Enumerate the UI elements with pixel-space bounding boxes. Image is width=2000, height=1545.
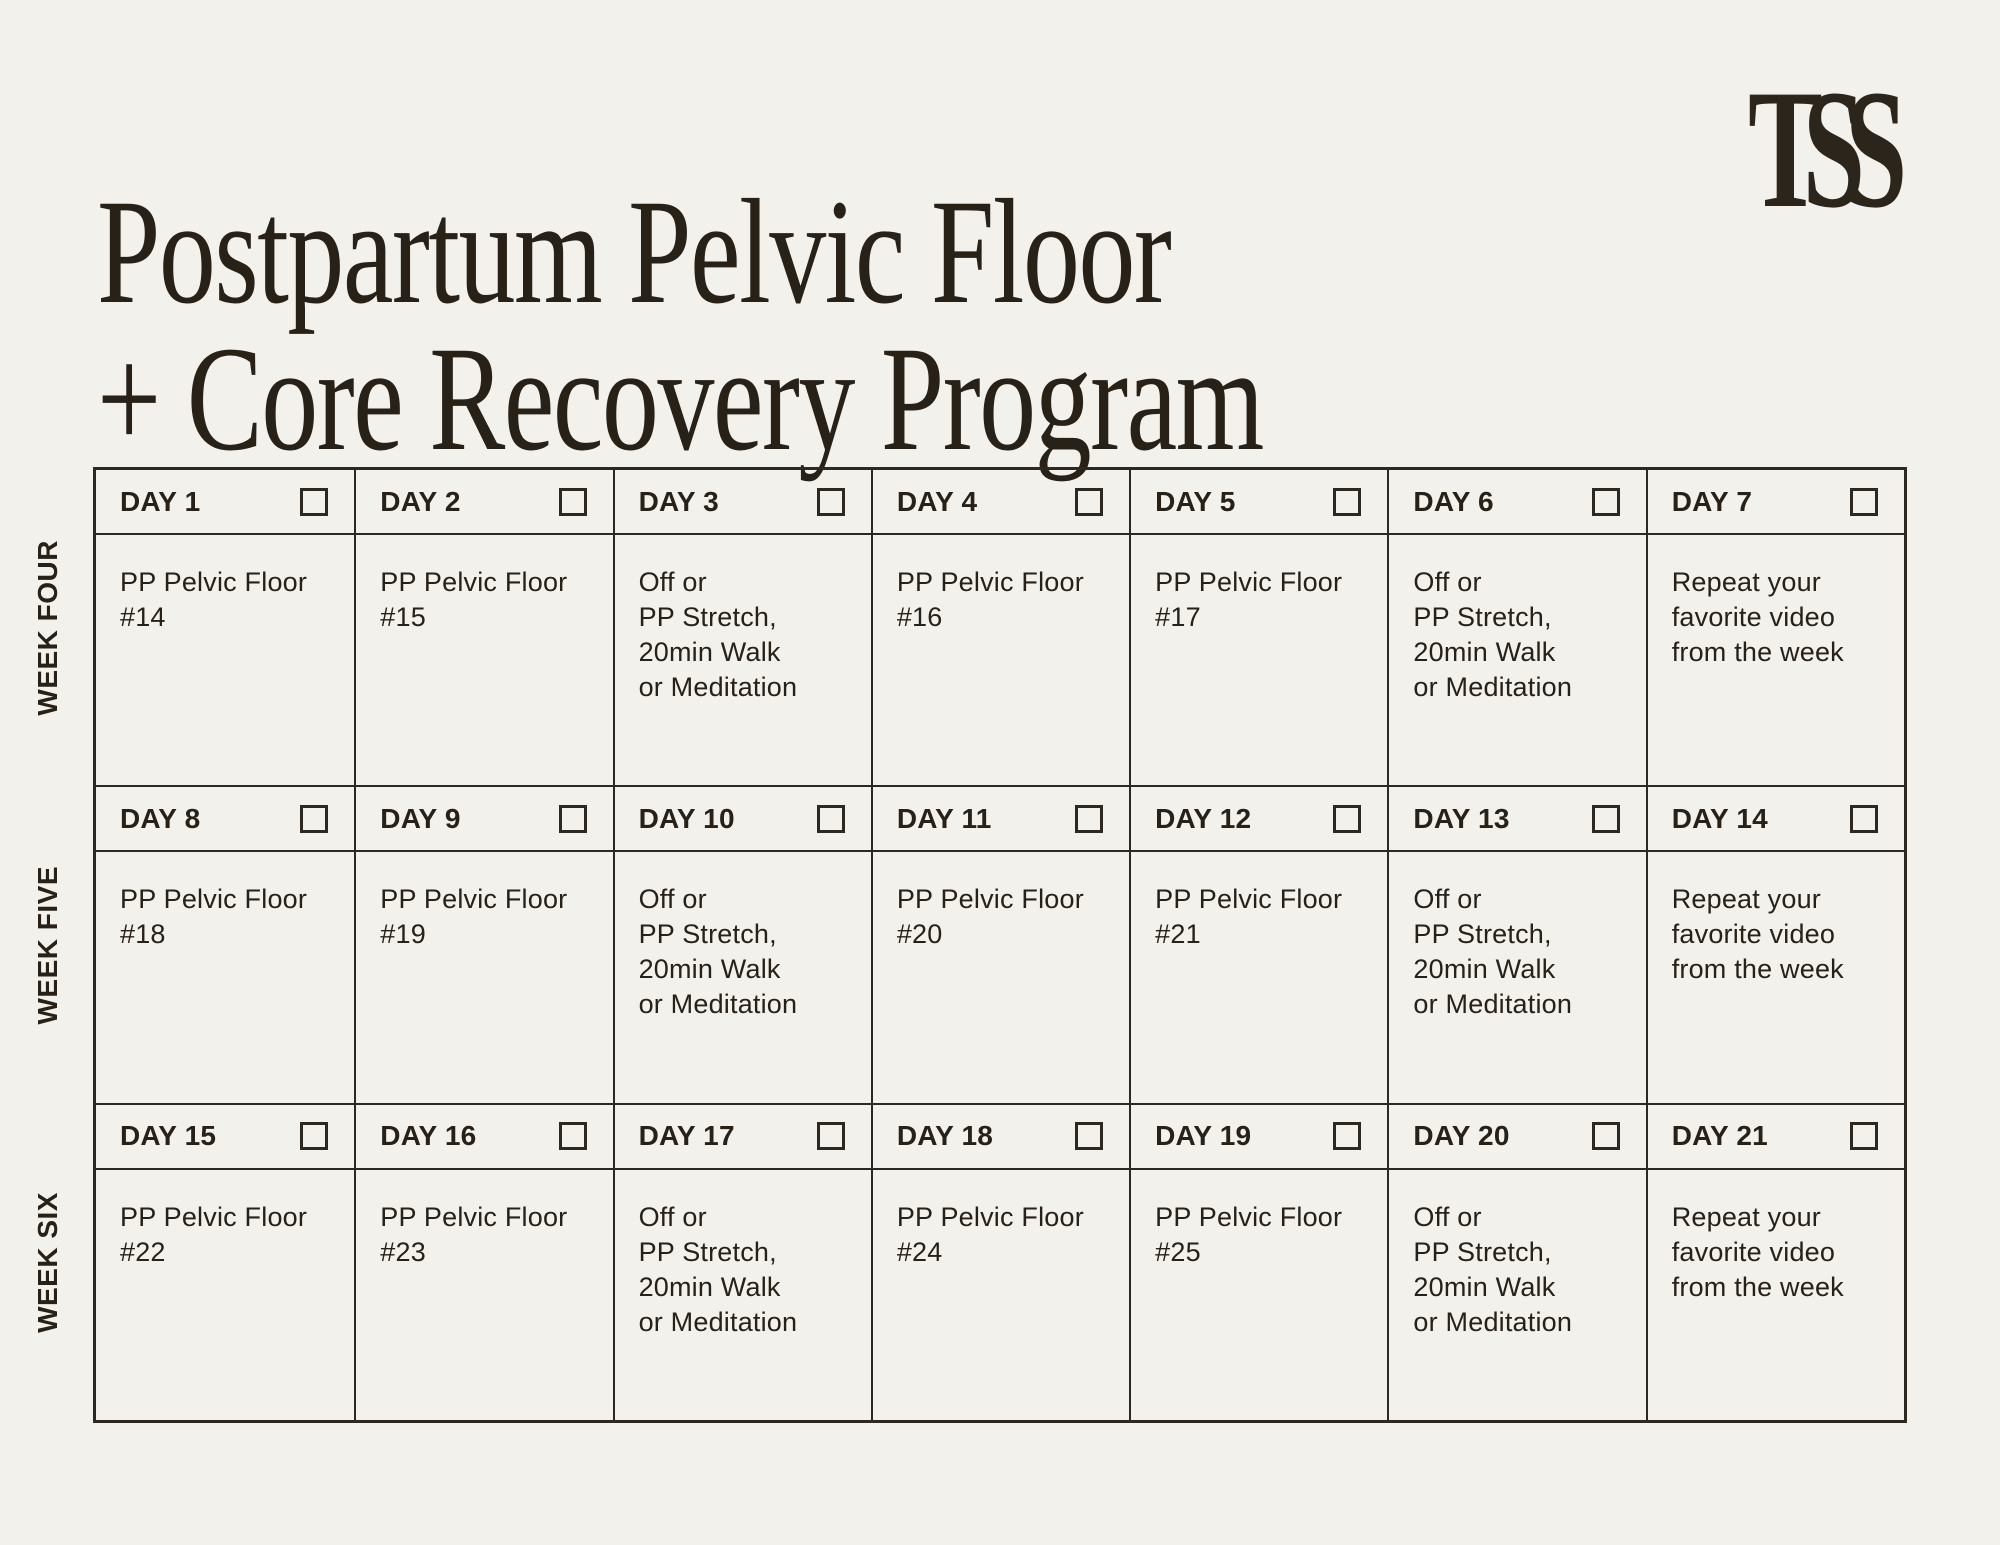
day-13-checkbox[interactable] [1591, 804, 1620, 833]
day-4-label: DAY 4 [896, 485, 978, 517]
week-label-wrap: WEEK FIVE [3, 787, 93, 1102]
day-2-label: DAY 2 [380, 485, 461, 517]
week-label-six: WEEK SIX [32, 1191, 63, 1333]
day-5-header: DAY 5 [1129, 470, 1388, 535]
day-16-activity: PP Pelvic Floor #23 [354, 1169, 612, 1420]
day-7-activity: Repeat your favorite video from the week [1645, 535, 1904, 786]
day-16-checkbox[interactable] [558, 1122, 587, 1151]
day-9-header: DAY 9 [354, 787, 613, 853]
day-11-header: DAY 11 [870, 787, 1130, 853]
day-17-header: DAY 17 [612, 1104, 871, 1170]
day-14-label: DAY 14 [1671, 802, 1768, 834]
day-21-checkbox[interactable] [1849, 1122, 1878, 1151]
day-21-activity: Repeat your favorite video from the week [1645, 1169, 1904, 1420]
day-16-header: DAY 16 [354, 1104, 613, 1170]
day-12-label: DAY 12 [1155, 802, 1252, 834]
day-15-header: DAY 15 [96, 1105, 355, 1170]
day-9-activity: PP Pelvic Floor #19 [354, 852, 612, 1103]
day-6-checkbox[interactable] [1591, 487, 1620, 516]
day-12-header: DAY 12 [1129, 787, 1388, 853]
day-9-label: DAY 9 [380, 802, 461, 834]
day-2-checkbox[interactable] [558, 487, 587, 516]
day-15-activity: PP Pelvic Floor #22 [120, 1201, 308, 1267]
day-18-label: DAY 18 [896, 1120, 994, 1152]
day-13-label: DAY 13 [1413, 802, 1510, 834]
week-band-four: WEEK FOUR DAY 1 DAY 2 DAY 3 DAY 4 DAY 5 … [32, 470, 1904, 786]
day-14-checkbox[interactable] [1849, 804, 1878, 833]
week-label-wrap: WEEK FOUR [3, 470, 93, 785]
day-19-activity: PP Pelvic Floor #25 [1129, 1169, 1387, 1420]
day-8-label: DAY 8 [120, 802, 201, 834]
day-8-header: DAY 8 [96, 787, 355, 853]
day-14-activity: Repeat your favorite video from the week [1645, 852, 1904, 1103]
day-20-checkbox[interactable] [1591, 1122, 1620, 1151]
day-21-header: DAY 21 [1645, 1104, 1904, 1170]
day-17-checkbox[interactable] [816, 1122, 845, 1151]
day-19-label: DAY 19 [1155, 1120, 1252, 1152]
day-10-activity: Off or PP Stretch, 20min Walk or Meditat… [612, 852, 871, 1103]
week-label-wrap: WEEK SIX [3, 1105, 93, 1420]
day-21-label: DAY 21 [1671, 1120, 1768, 1152]
day-11-label: DAY 11 [896, 802, 992, 834]
day-12-checkbox[interactable] [1333, 804, 1362, 833]
day-7-header: DAY 7 [1645, 470, 1904, 535]
week-label-five: WEEK FIVE [32, 865, 63, 1025]
day-19-header: DAY 19 [1129, 1104, 1388, 1170]
day-20-label: DAY 20 [1413, 1120, 1510, 1152]
day-17-activity: Off or PP Stretch, 20min Walk or Meditat… [612, 1169, 871, 1420]
day-6-header: DAY 6 [1387, 470, 1646, 535]
day-10-checkbox[interactable] [816, 804, 845, 833]
day-18-checkbox[interactable] [1075, 1122, 1104, 1151]
day-6-activity: Off or PP Stretch, 20min Walk or Meditat… [1387, 535, 1645, 786]
week-band-six: WEEK SIX DAY 15 DAY 16 DAY 17 DAY 18 DAY… [32, 1102, 1904, 1420]
day-18-activity: PP Pelvic Floor #24 [870, 1169, 1129, 1420]
day-3-activity: Off or PP Stretch, 20min Walk or Meditat… [612, 535, 871, 786]
page-title: Postpartum Pelvic Floor + Core Recovery … [97, 168, 1264, 482]
day-2-header: DAY 2 [354, 470, 613, 535]
day-17-label: DAY 17 [638, 1120, 735, 1152]
day-13-header: DAY 13 [1387, 787, 1646, 853]
day-14-header: DAY 14 [1645, 787, 1904, 853]
day-10-header: DAY 10 [612, 787, 871, 853]
day-5-checkbox[interactable] [1333, 487, 1362, 516]
day-1-header: DAY 1 [96, 470, 355, 535]
week-label-four: WEEK FOUR [32, 539, 63, 716]
day-8-checkbox[interactable] [300, 804, 329, 833]
day-18-header: DAY 18 [870, 1104, 1130, 1170]
day-11-activity: PP Pelvic Floor #20 [870, 852, 1129, 1103]
day-5-label: DAY 5 [1155, 485, 1236, 517]
day-8-activity: PP Pelvic Floor #18 [120, 884, 308, 950]
day-7-checkbox[interactable] [1849, 487, 1878, 516]
day-2-activity: PP Pelvic Floor #15 [354, 535, 612, 786]
day-5-activity: PP Pelvic Floor #17 [1129, 535, 1387, 786]
day-6-label: DAY 6 [1413, 485, 1494, 517]
tss-logo: TSS [1747, 55, 1907, 243]
day-1-activity: PP Pelvic Floor #14 [120, 567, 308, 632]
day-13-activity: Off or PP Stretch, 20min Walk or Meditat… [1387, 852, 1645, 1103]
day-15-label: DAY 15 [120, 1120, 217, 1152]
program-calendar: WEEK FOUR DAY 1 DAY 2 DAY 3 DAY 4 DAY 5 … [32, 467, 1907, 1423]
day-15-checkbox[interactable] [300, 1122, 329, 1151]
day-4-activity: PP Pelvic Floor #16 [870, 535, 1129, 786]
day-9-checkbox[interactable] [558, 804, 587, 833]
day-12-activity: PP Pelvic Floor #21 [1129, 852, 1387, 1103]
day-10-label: DAY 10 [638, 802, 735, 834]
day-1-label: DAY 1 [120, 485, 201, 517]
day-16-label: DAY 16 [380, 1120, 477, 1152]
day-7-label: DAY 7 [1671, 485, 1753, 517]
day-20-header: DAY 20 [1387, 1104, 1646, 1170]
day-11-checkbox[interactable] [1075, 804, 1104, 833]
day-3-header: DAY 3 [612, 470, 871, 535]
day-4-header: DAY 4 [870, 470, 1130, 535]
day-20-activity: Off or PP Stretch, 20min Walk or Meditat… [1387, 1169, 1645, 1420]
day-3-checkbox[interactable] [816, 487, 845, 516]
day-1-checkbox[interactable] [300, 487, 329, 516]
day-19-checkbox[interactable] [1333, 1122, 1362, 1151]
week-band-five: WEEK FIVE DAY 8 DAY 9 DAY 10 DAY 11 DAY … [32, 785, 1904, 1103]
day-3-label: DAY 3 [638, 485, 719, 517]
day-4-checkbox[interactable] [1075, 487, 1104, 516]
